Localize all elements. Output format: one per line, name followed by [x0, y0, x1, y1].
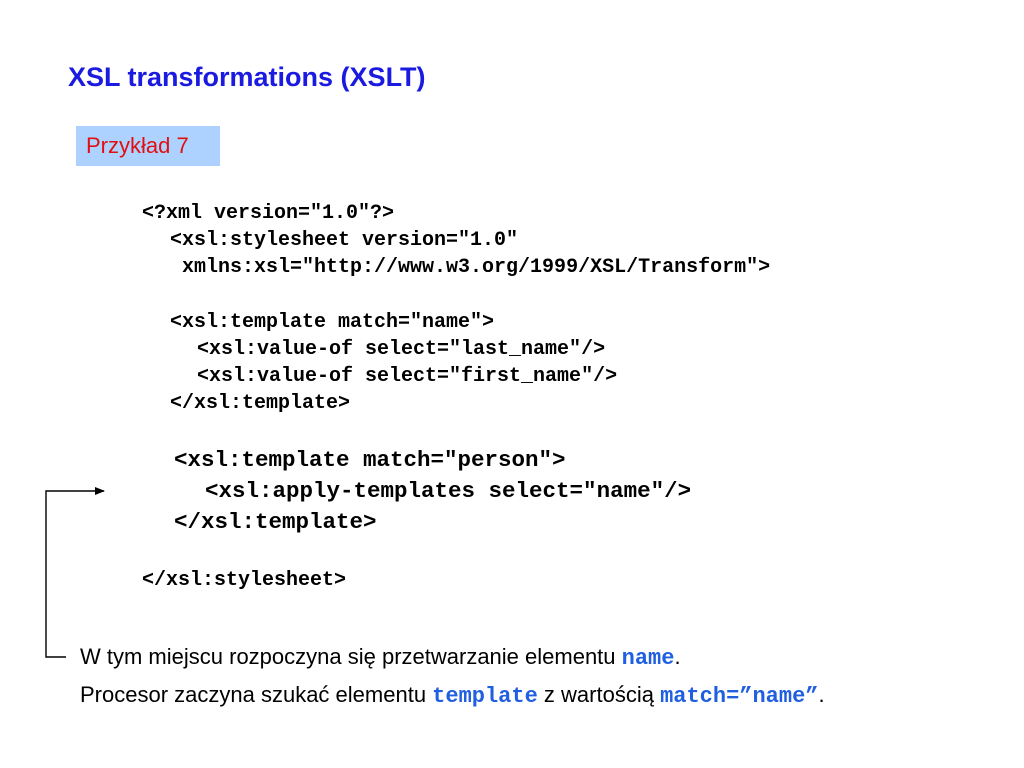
code-line-value-of-last-name: <xsl:value-of select="last_name"/> [197, 338, 606, 361]
code-line-template-person-close: </xsl:template> [174, 509, 377, 535]
explanation-line-1-text: W tym miejscu rozpoczyna się przetwarzan… [80, 644, 622, 669]
code-line-xml-declaration: <?xml version="1.0"?> [142, 202, 395, 225]
code-line-apply-templates: <xsl:apply-templates select="name"/> [205, 478, 692, 504]
code-line-template-name-close: </xsl:template> [170, 392, 351, 415]
explanation-line-2-text: Procesor zaczyna szukać elementu [80, 682, 433, 707]
code-line-namespace: xmlns:xsl="http://www.w3.org/1999/XSL/Tr… [182, 256, 771, 279]
code-line-template-person-open: <xsl:template match="person"> [174, 447, 566, 473]
explanation-line-1-end: . [674, 644, 681, 669]
slide-title: XSL transformations (XSLT) [68, 62, 426, 92]
code-line-value-of-first-name: <xsl:value-of select="first_name"/> [197, 365, 618, 388]
code-line-stylesheet-open: <xsl:stylesheet version="1.0" [170, 229, 519, 252]
example-badge-label: Przykład 7 [86, 133, 189, 158]
explanation-line-2: Procesor zaczyna szukać elementu templat… [80, 682, 825, 709]
explanation-line-2-end: . [818, 682, 825, 707]
keyword-template: template [432, 684, 538, 709]
explanation-line-2-mid: z wartością [537, 682, 661, 707]
example-badge: Przykład 7 [76, 126, 220, 166]
keyword-name: name [621, 646, 675, 671]
explanation-line-1: W tym miejscu rozpoczyna się przetwarzan… [80, 644, 681, 671]
code-line-stylesheet-close: </xsl:stylesheet> [142, 569, 347, 592]
keyword-match-name: match=”name” [660, 684, 819, 709]
code-line-template-name-open: <xsl:template match="name"> [170, 311, 495, 334]
